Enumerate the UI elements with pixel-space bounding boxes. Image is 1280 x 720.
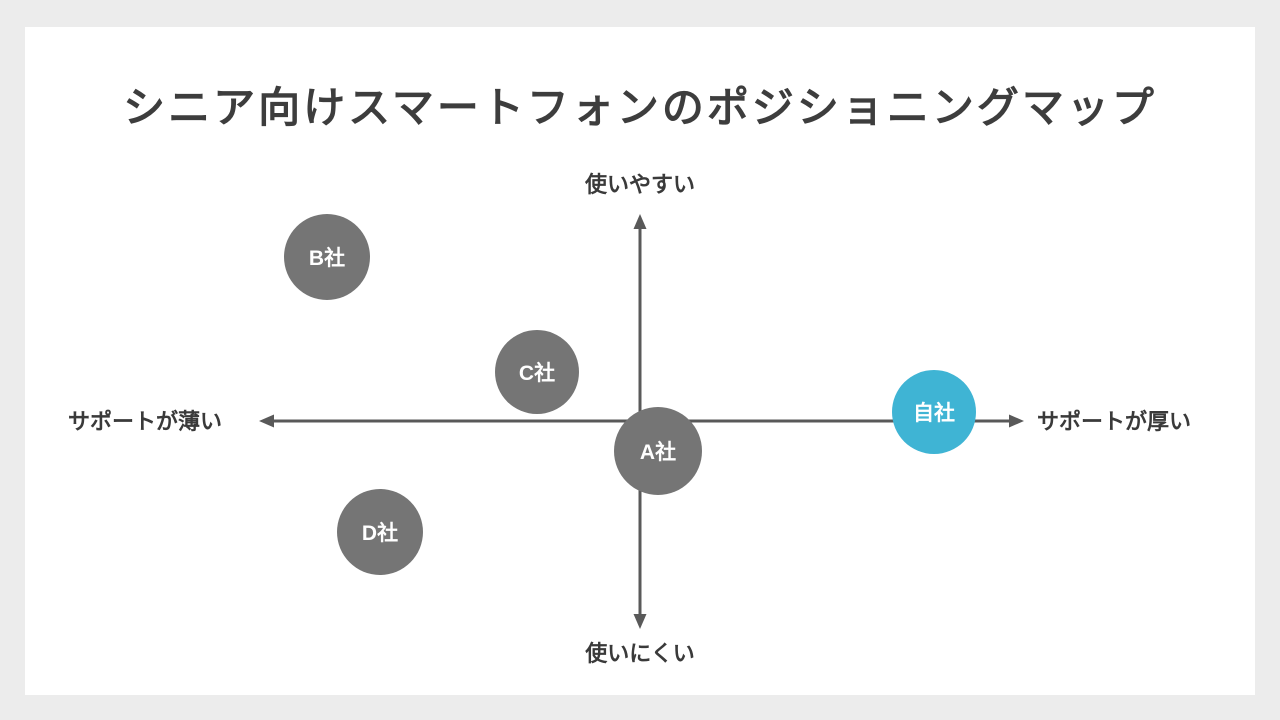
- bubble-B社: B社: [284, 214, 370, 300]
- slide-title: シニア向けスマートフォンのポジショニングマップ: [123, 84, 1157, 131]
- horizontal-axis-arrow-right: [1009, 414, 1024, 428]
- vertical-axis-arrow-up: [633, 214, 647, 229]
- axis-label-weak-support: サポートが薄い: [68, 409, 223, 434]
- horizontal-axis-arrow-left: [259, 414, 274, 428]
- axis-label-strong-support: サポートが厚い: [1037, 409, 1192, 434]
- bubble-D社: D社: [337, 489, 423, 575]
- bubble-C社: C社: [495, 330, 579, 414]
- axis-label-easy-to-use: 使いやすい: [584, 172, 695, 197]
- vertical-axis-arrow-down: [633, 614, 647, 629]
- bubble-A社: A社: [614, 407, 702, 495]
- axis-label-hard-to-use: 使いにくい: [585, 641, 695, 666]
- bubble-自社: 自社: [892, 370, 976, 454]
